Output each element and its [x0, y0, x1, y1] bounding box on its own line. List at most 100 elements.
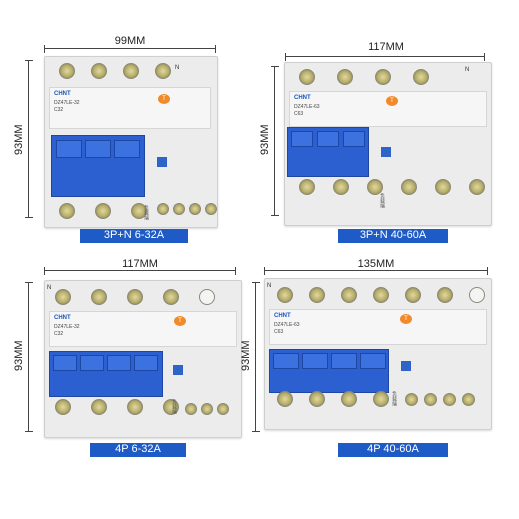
width-dimension-line [44, 45, 216, 53]
load-side-text: 负载端 [143, 205, 149, 220]
terminal-screw-icon [205, 203, 217, 215]
breaker-body: N CHNT DZ47LE-63 C63 T 负载端 [264, 278, 492, 430]
model-number: DZ47LE-63 [274, 322, 300, 328]
neutral-mark: N [175, 65, 180, 71]
brand-logo: CHNT [54, 315, 71, 321]
terminal-screw-icon [375, 69, 391, 85]
operating-handle-block [51, 135, 145, 197]
handle-lever [360, 353, 386, 369]
load-side-text: 负载端 [379, 193, 385, 208]
terminal-screw-icon [337, 69, 353, 85]
nameplate: CHNT DZ47LE-32 C32 T [49, 87, 211, 129]
variant-caption: 3P+N 6-32A [80, 229, 188, 243]
breaker-body: N CHNT DZ47LE-63 C63 T 负载端 [284, 62, 492, 226]
terminal-screw-icon [59, 63, 75, 79]
nameplate: CHNT DZ47LE-63 C63 T [289, 91, 487, 127]
test-button-icon: T [400, 314, 412, 324]
terminal-screw-icon [155, 63, 171, 79]
height-dimension-line [271, 66, 279, 216]
current-rating: C32 [54, 331, 64, 337]
indicator-square [157, 157, 167, 167]
terminal-screw-icon [55, 399, 71, 415]
bottom-terminal-row [59, 203, 147, 219]
width-dimension-line [285, 53, 485, 61]
handle-lever [134, 355, 158, 371]
operating-handle-block [287, 127, 369, 177]
nameplate: CHNT DZ47LE-32 C32 T [49, 311, 237, 347]
width-dimension-line [264, 267, 488, 275]
terminal-screw-icon [91, 399, 107, 415]
height-dimension-line [252, 282, 260, 432]
test-button-icon: T [386, 96, 398, 106]
terminal-screw-icon [59, 203, 75, 219]
terminal-screw-icon [405, 287, 421, 303]
handle-lever [114, 140, 140, 158]
terminal-screw-icon [367, 179, 383, 195]
terminal-screw-icon [443, 393, 456, 406]
terminal-screw-icon [341, 391, 357, 407]
terminal-screw-icon [401, 179, 417, 195]
bottom-terminal-row [299, 179, 485, 195]
brand-logo: CHNT [274, 313, 291, 319]
neutral-mark: N [465, 67, 470, 73]
current-rating: C63 [294, 111, 304, 117]
top-terminal-row [277, 287, 485, 303]
terminal-screw-icon [309, 391, 325, 407]
aux-terminal-row [185, 403, 229, 415]
handle-lever [53, 355, 77, 371]
indicator-square [381, 147, 391, 157]
aux-terminal-row [405, 393, 475, 406]
terminal-screw-icon [201, 403, 213, 415]
width-dimension-label: 117MM [122, 258, 158, 270]
terminal-screw-icon [127, 289, 143, 305]
terminal-screw-icon [341, 287, 357, 303]
terminal-screw-icon [299, 179, 315, 195]
terminal-screw-icon [163, 289, 179, 305]
variant-caption: 4P 40-60A [338, 443, 448, 457]
variant-caption: 3P+N 40-60A [338, 229, 448, 243]
terminal-screw-icon [469, 179, 485, 195]
handle-lever [343, 131, 365, 147]
load-side-text: 负载端 [391, 391, 397, 406]
terminal-screw-icon [424, 393, 437, 406]
height-dimension-label: 93MM [13, 124, 25, 156]
variant-caption: 4P 6-32A [90, 443, 186, 457]
terminal-screw-icon [277, 391, 293, 407]
terminal-screw-icon [462, 393, 475, 406]
terminal-screw-icon [469, 287, 485, 303]
current-rating: C32 [54, 107, 64, 113]
operating-handle-block [269, 349, 389, 393]
terminal-screw-icon [413, 69, 429, 85]
test-button-icon: T [158, 94, 170, 104]
width-dimension-label: 99MM [114, 35, 146, 47]
model-number: DZ47LE-63 [294, 104, 320, 110]
handle-lever [273, 353, 299, 369]
terminal-screw-icon [131, 203, 147, 219]
terminal-screw-icon [373, 287, 389, 303]
bottom-terminal-row [55, 399, 179, 415]
terminal-screw-icon [199, 289, 215, 305]
model-number: DZ47LE-32 [54, 100, 80, 106]
breaker-body: N CHNT DZ47LE-32 C32 T 负载端 [44, 280, 242, 438]
top-terminal-row [299, 69, 429, 85]
model-number: DZ47LE-32 [54, 324, 80, 330]
terminal-screw-icon [437, 287, 453, 303]
handle-lever [56, 140, 82, 158]
terminal-screw-icon [55, 289, 71, 305]
terminal-screw-icon [123, 63, 139, 79]
aux-terminal-row [157, 203, 217, 215]
handle-lever [291, 131, 313, 147]
terminal-screw-icon [435, 179, 451, 195]
brand-logo: CHNT [54, 91, 71, 97]
indicator-square [401, 361, 411, 371]
terminal-screw-icon [405, 393, 418, 406]
terminal-screw-icon [173, 203, 185, 215]
terminal-screw-icon [373, 391, 389, 407]
test-button-icon: T [174, 316, 186, 326]
terminal-screw-icon [163, 399, 179, 415]
handle-lever [80, 355, 104, 371]
handle-lever [331, 353, 357, 369]
height-dimension-label: 93MM [13, 340, 25, 372]
breaker-body: N CHNT DZ47LE-32 C32 T 负载端 [44, 56, 218, 228]
terminal-screw-icon [217, 403, 229, 415]
